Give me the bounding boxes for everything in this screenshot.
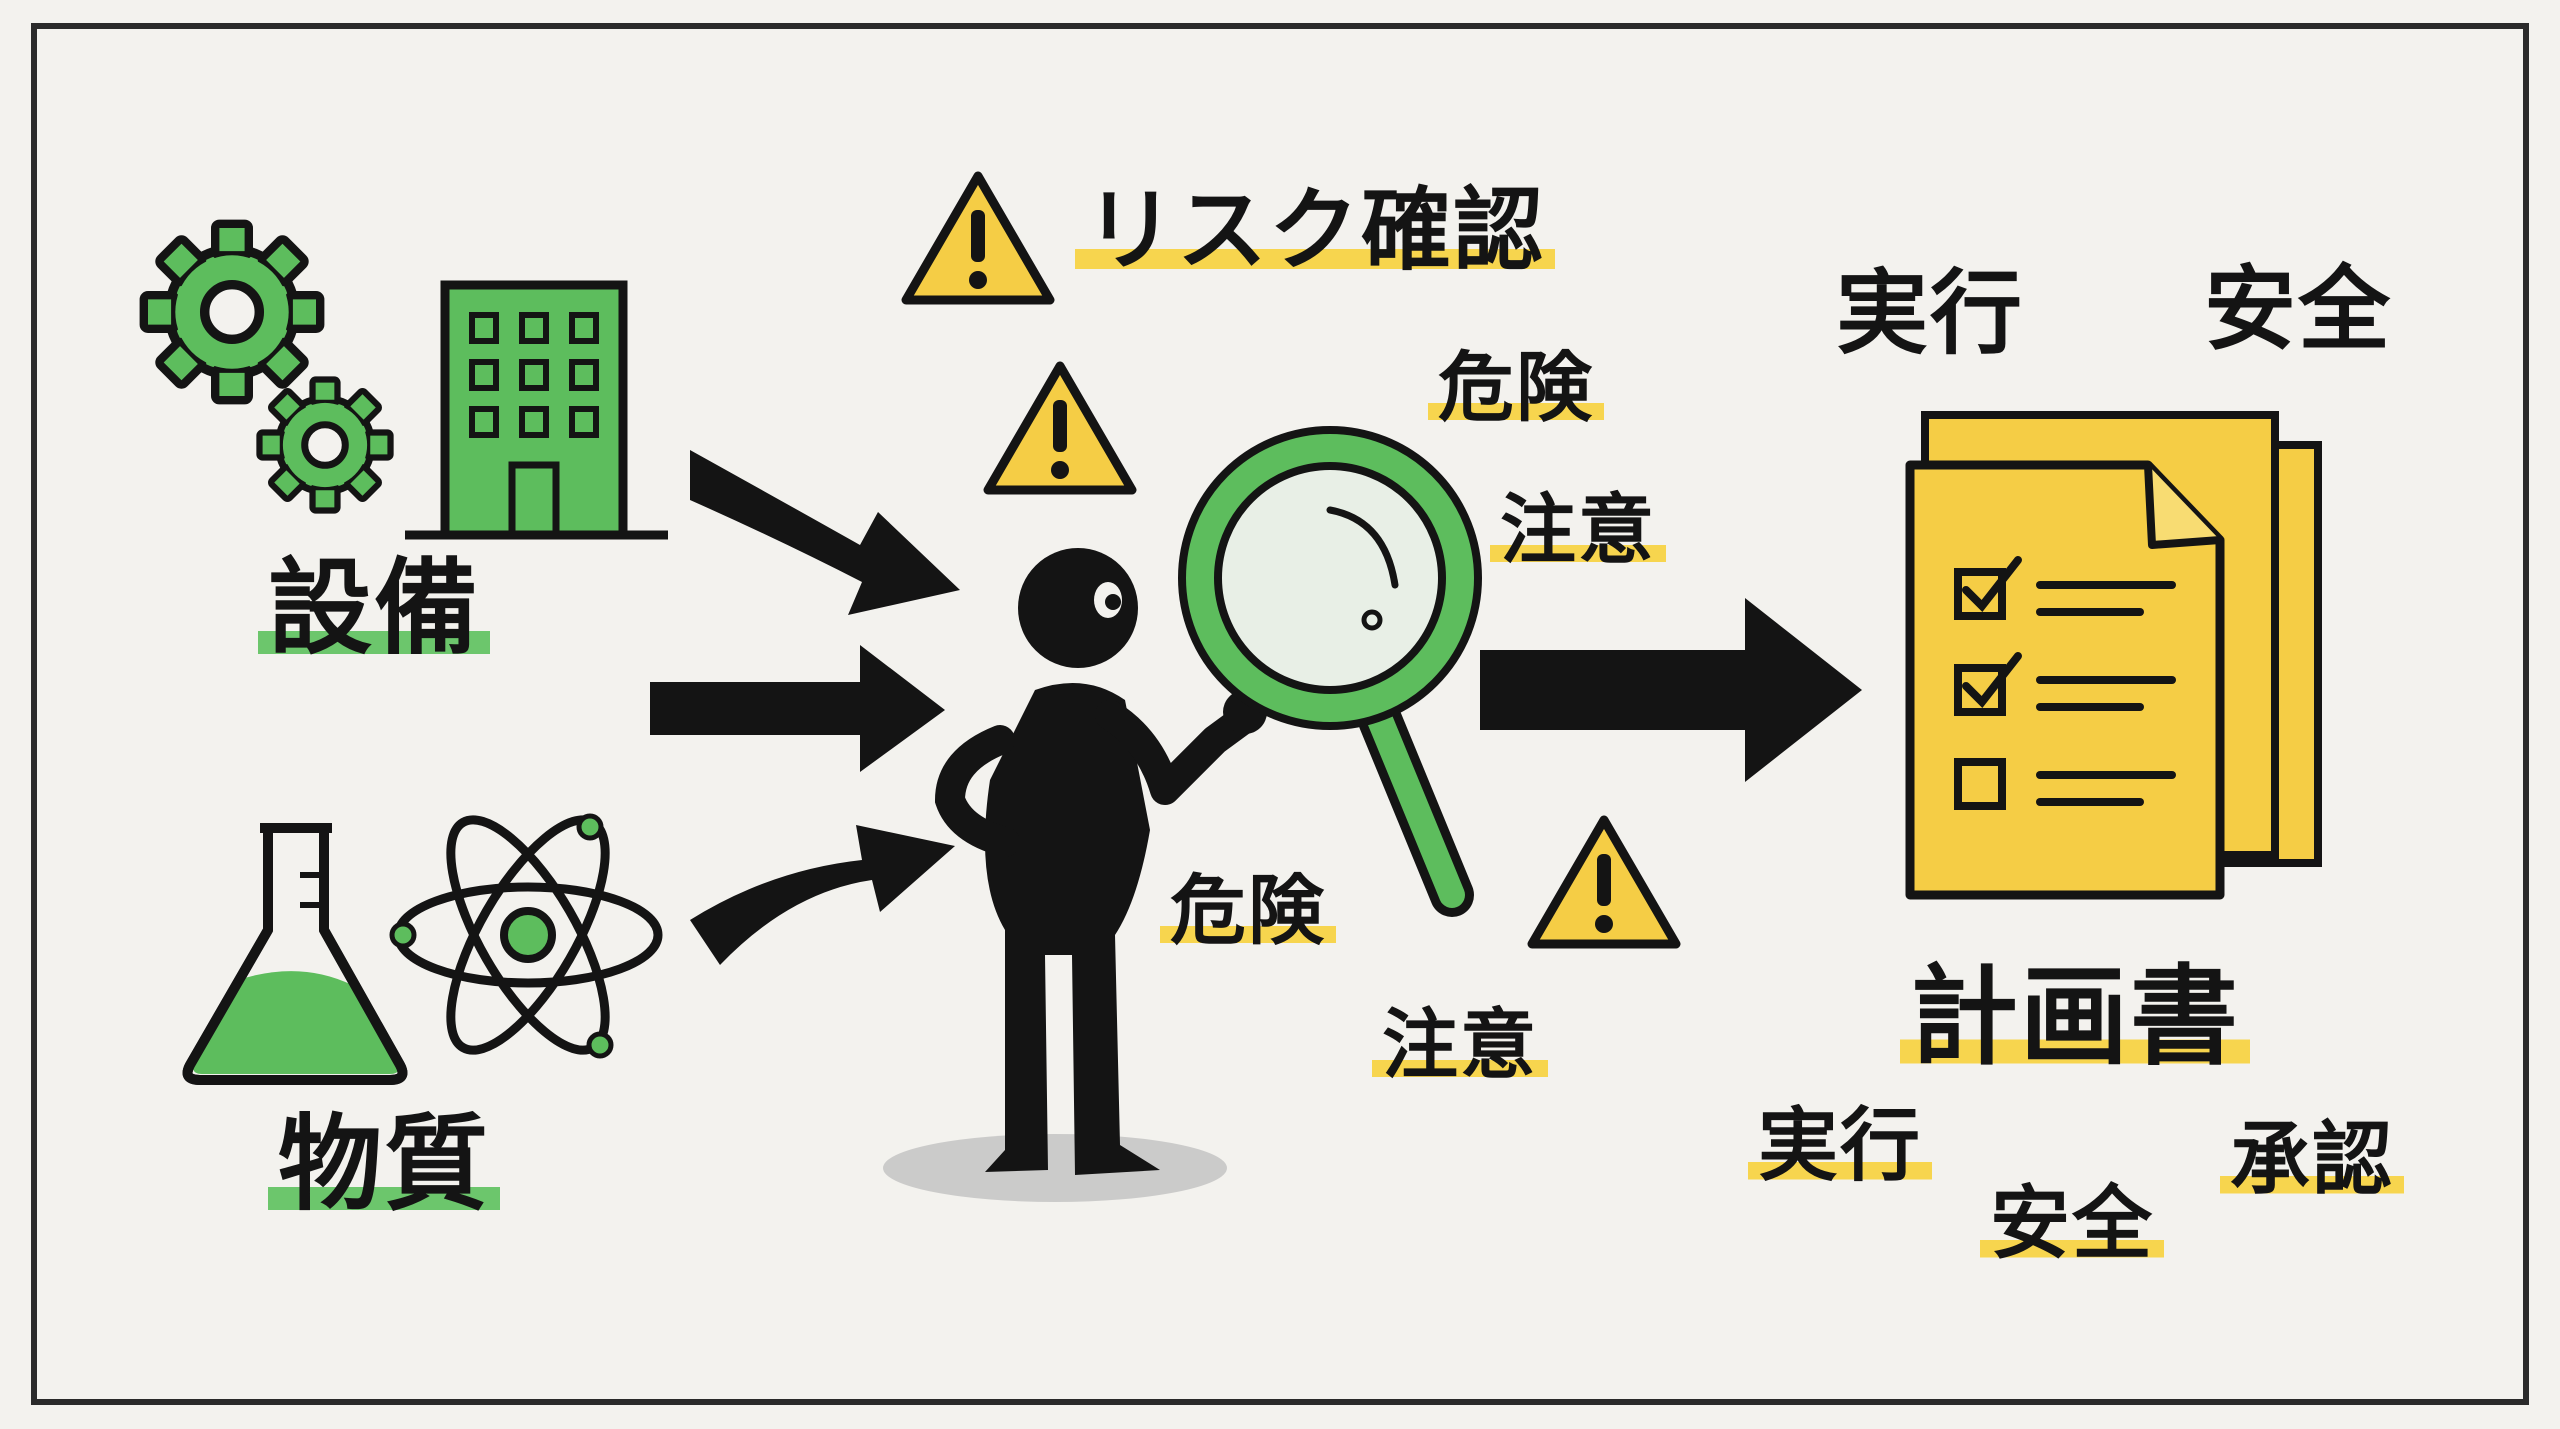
flask-icon [182,823,408,1085]
label-equipment: 設備 [258,556,491,660]
label-execute-bottom: 実行 [1748,1106,1932,1186]
warning-icon [906,176,1050,300]
frame-border [31,23,2529,1405]
label-caution-bottom: 注意 [1372,1007,1548,1083]
label-execute-top: 実行 [1836,260,2025,367]
label-approval: 承認 [2220,1120,2404,1200]
document-checklist-icon [1905,411,2322,900]
label-caution-top: 注意 [1490,492,1666,568]
label-risk-check: リスク確認 [1075,186,1555,276]
label-danger-top: 危険 [1428,350,1604,426]
label-substance: 物質 [268,1112,501,1216]
label-safety-top: 安全 [2204,256,2393,363]
warning-icon [988,366,1132,490]
arrow-icon [650,450,960,965]
gear-icon [144,224,391,511]
atom-icon [389,813,663,1059]
label-danger-bottom: 危険 [1160,873,1336,949]
magnifying-glass-icon [1178,426,1482,917]
person-icon [883,548,1267,1202]
warning-icon [1532,820,1676,944]
label-safety-bottom: 安全 [1980,1184,2164,1264]
label-plan-document: 計画書 [1900,964,2251,1072]
building-icon [405,280,668,540]
arrow-icon [1480,598,1862,782]
